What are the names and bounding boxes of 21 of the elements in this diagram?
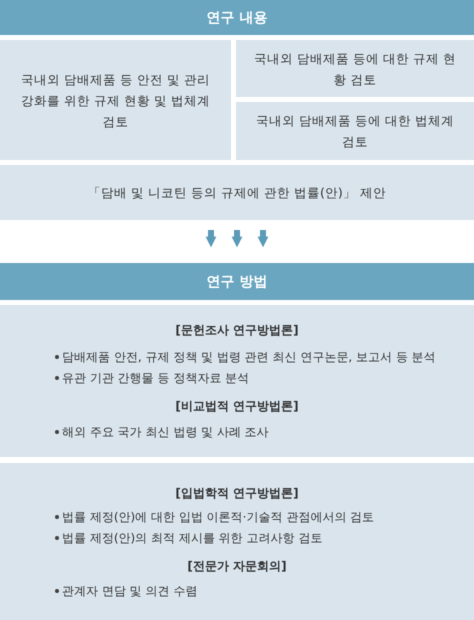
section-heading: [전문가 자문회의] [186,558,288,575]
bullet-text: 법률 제정(안)의 최적 제시를 위한 고려사항 검토 [62,530,322,547]
bullet-text: 해외 주요 국가 최신 법령 및 사례 조사 [62,424,269,441]
content-box: 국내외 담배제품 등에 대한 법체계 검토 [236,102,474,160]
content-box: 국내외 담배제품 등에 대한 규제 현황 검토 [236,40,474,97]
section-heading: [비교법적 연구방법론] [174,398,300,415]
method-box [0,463,474,620]
content-box: 국내외 담배제품 등 안전 및 관리 강화를 위한 규제 현황 및 법체계 검토 [0,40,231,160]
down-arrow [206,230,216,248]
content-box: 「담배 및 니코틴 등의 규제에 관한 법률(안)」 제안 [0,165,474,220]
down-arrow [232,230,242,248]
section-heading: [입법학적 연구방법론] [174,485,300,502]
section-heading: [문헌조사 연구방법론] [174,322,300,339]
bullet-text: 유관 기관 간행물 등 정책자료 분석 [62,370,250,387]
bullet-text: 법률 제정(안)에 대한 입법 이론적·기술적 관점에서의 검토 [62,509,374,526]
method-box [0,305,474,457]
down-arrow [258,230,268,248]
bullet-text: 담배제품 안전, 규제 정책 및 법령 관련 최신 연구논문, 보고서 등 분석 [62,349,436,366]
bullet-text: 관계자 면담 및 의견 수렴 [62,583,198,600]
header-band: 연구 방법 [0,263,474,300]
header-band: 연구 내용 [0,0,474,35]
